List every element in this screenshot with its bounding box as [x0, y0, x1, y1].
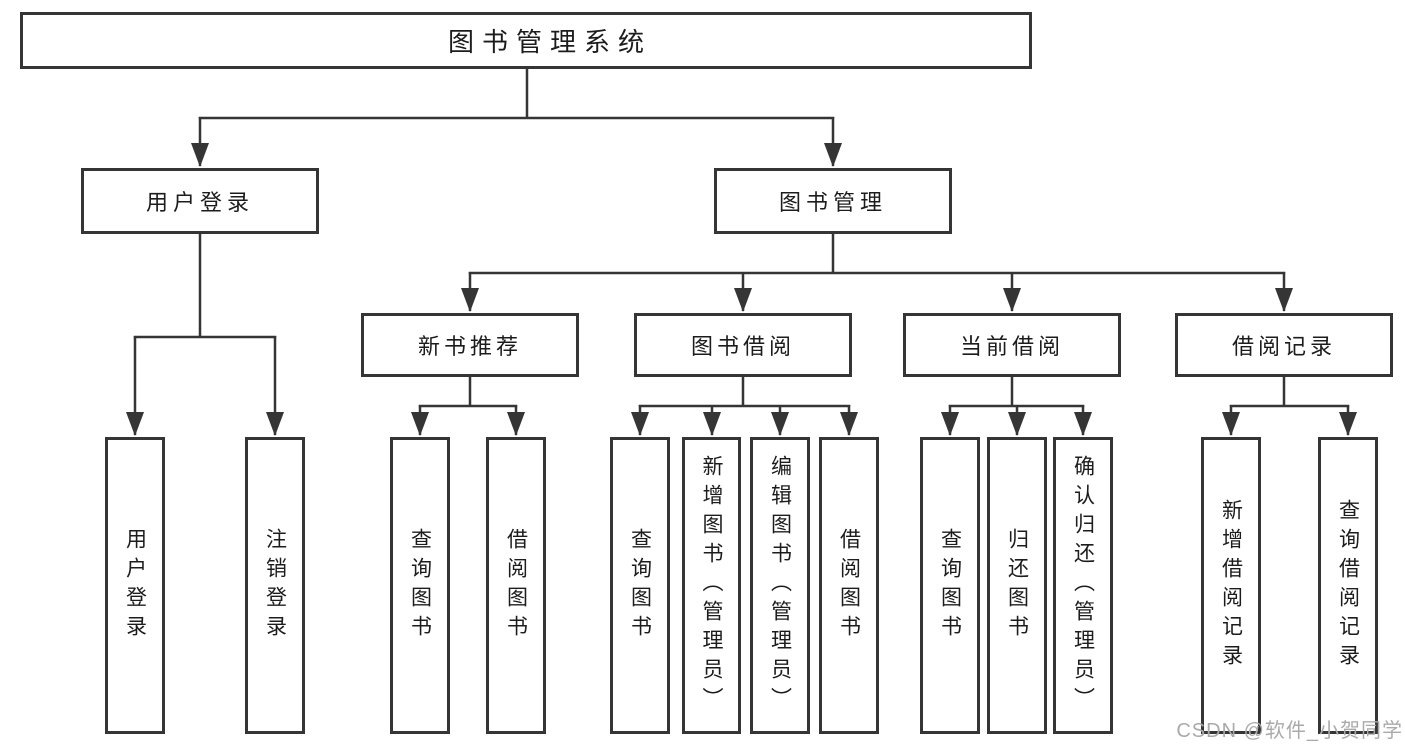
leaf-rec-borrow-book-label: 借阅图书	[504, 527, 528, 644]
leaf-cb-query-book: 查询图书	[920, 437, 980, 734]
leaf-bb-edit-book: 编辑图书（管理员）	[750, 437, 810, 734]
leaf-bb-add-book: 新增图书（管理员）	[682, 437, 741, 734]
node-user-login: 用户登录	[81, 168, 319, 234]
node-new-book-rec: 新书推荐	[361, 313, 579, 377]
leaf-cb-confirm-return-label: 确认归还（管理员）	[1071, 455, 1095, 716]
leaf-rec-query-book-label: 查询图书	[408, 527, 432, 644]
leaf-cb-confirm-return: 确认归还（管理员）	[1053, 437, 1113, 734]
leaf-br-query-record: 查询借阅记录	[1318, 437, 1378, 734]
leaf-bb-query-book-label: 查询图书	[628, 527, 652, 644]
connector-book-mgmt-modules	[461, 234, 1293, 312]
node-book-borrow-label: 图书借阅	[690, 334, 795, 359]
leaf-br-add-record-label: 新增借阅记录	[1219, 498, 1243, 673]
leaf-br-add-record: 新增借阅记录	[1201, 437, 1261, 734]
connector-borrow-record-leaves	[1222, 377, 1357, 436]
leaf-bb-edit-book-label: 编辑图书（管理员）	[768, 455, 792, 716]
leaf-bb-borrow-book-label: 借阅图书	[837, 527, 861, 644]
node-book-mgmt: 图书管理	[714, 168, 952, 234]
node-user-login-label: 用户登录	[145, 190, 254, 215]
leaf-user-login-label: 用户登录	[123, 527, 147, 644]
leaf-cb-return-book-label: 归还图书	[1005, 527, 1029, 644]
leaf-cb-return-book: 归还图书	[987, 437, 1047, 734]
leaf-br-query-record-label: 查询借阅记录	[1336, 498, 1360, 673]
leaf-logout-label: 注销登录	[263, 527, 287, 644]
connector-root-to-branches	[191, 69, 842, 167]
node-book-borrow: 图书借阅	[634, 313, 852, 377]
node-root: 图书管理系统	[20, 12, 1032, 69]
node-borrow-record: 借阅记录	[1175, 313, 1393, 377]
leaf-user-login: 用户登录	[105, 437, 165, 734]
leaf-logout: 注销登录	[245, 437, 305, 734]
node-borrow-record-label: 借阅记录	[1231, 334, 1336, 359]
leaf-bb-borrow-book: 借阅图书	[819, 437, 879, 734]
node-current-borrow-label: 当前借阅	[959, 334, 1064, 359]
node-current-borrow: 当前借阅	[903, 313, 1121, 377]
node-root-label: 图书管理系统	[447, 27, 652, 57]
connector-new-book-rec-leaves	[411, 377, 525, 436]
node-book-mgmt-label: 图书管理	[778, 190, 887, 215]
leaf-bb-query-book: 查询图书	[610, 437, 670, 734]
leaf-bb-add-book-label: 新增图书（管理员）	[700, 455, 723, 716]
connector-book-borrow-leaves	[631, 377, 858, 436]
leaf-rec-borrow-book: 借阅图书	[486, 437, 546, 734]
node-new-book-rec-label: 新书推荐	[417, 334, 522, 359]
watermark: CSDN @软件_小贺同学	[1176, 720, 1403, 742]
connector-user-login-leaves	[126, 234, 284, 436]
connector-current-borrow-leaves	[941, 377, 1092, 436]
leaf-rec-query-book: 查询图书	[390, 437, 450, 734]
leaf-cb-query-book-label: 查询图书	[938, 527, 962, 644]
